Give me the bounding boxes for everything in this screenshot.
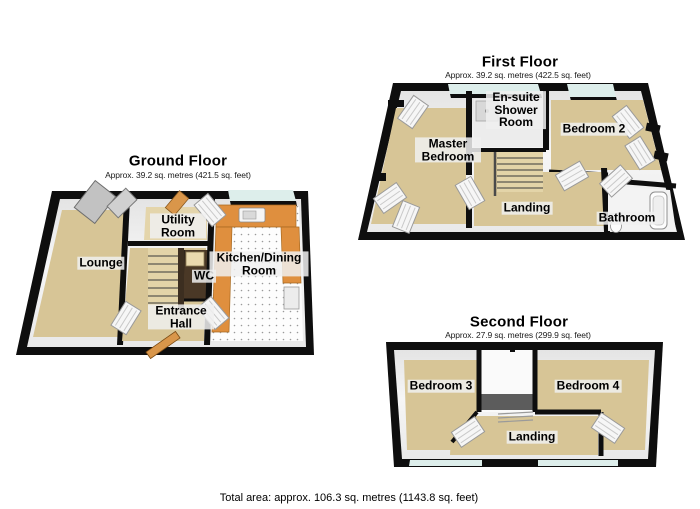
lounge-floor bbox=[33, 210, 124, 337]
wall-utility-bottom bbox=[128, 241, 211, 246]
bedroom2-window bbox=[567, 84, 616, 97]
banister-rails bbox=[497, 411, 534, 423]
wc-basin bbox=[185, 251, 205, 267]
room-label-bathroom: Bathroom bbox=[596, 210, 658, 225]
first-floor-title: First Floor bbox=[481, 53, 559, 71]
kitchen-appliance bbox=[283, 286, 300, 310]
room-label-ensuite: En-suite Shower Room bbox=[486, 91, 546, 129]
ground-floor-title: Ground Floor bbox=[128, 152, 228, 170]
kitchen-window bbox=[228, 190, 296, 201]
utility-door-panel bbox=[164, 190, 190, 216]
second-window-right bbox=[538, 460, 618, 466]
ground-floor-plan bbox=[16, 179, 314, 360]
room-label-landing-first: Landing bbox=[501, 200, 553, 215]
first-floor-plan bbox=[358, 83, 685, 240]
room-label-bedroom-4: Bedroom 4 bbox=[554, 378, 622, 393]
total-area-text: Total area: approx. 106.3 sq. metres (11… bbox=[219, 492, 479, 504]
room-label-bedroom-2: Bedroom 2 bbox=[560, 121, 628, 136]
room-label-kitchen-dining: Kitchen/Dining Room bbox=[209, 251, 309, 277]
room-label-lounge: Lounge bbox=[77, 255, 125, 270]
front-door-panel bbox=[145, 330, 181, 360]
second-window-left bbox=[409, 460, 482, 466]
ground-floor-subtitle: Approx. 39.2 sq. metres (421.5 sq. feet) bbox=[105, 170, 251, 180]
second-floor-title: Second Floor bbox=[469, 313, 569, 331]
room-label-utility-room: Utility Room bbox=[150, 213, 206, 239]
room-label-entrance-hall: Entrance Hall bbox=[148, 304, 214, 330]
room-label-bedroom-3: Bedroom 3 bbox=[407, 378, 475, 393]
second-floor-plan bbox=[386, 342, 663, 467]
room-label-master-bedroom: Master Bedroom bbox=[415, 137, 481, 163]
second-floor-subtitle: Approx. 27.9 sq. metres (299.9 sq. feet) bbox=[445, 330, 591, 340]
first-floor-subtitle: Approx. 39.2 sq. metres (422.5 sq. feet) bbox=[445, 70, 591, 80]
wall-lounge-hall bbox=[117, 199, 130, 345]
ground-stairs bbox=[148, 248, 184, 310]
room-label-landing-second: Landing bbox=[506, 429, 558, 444]
lounge-door-panel bbox=[73, 179, 117, 225]
first-stairs bbox=[493, 152, 543, 196]
